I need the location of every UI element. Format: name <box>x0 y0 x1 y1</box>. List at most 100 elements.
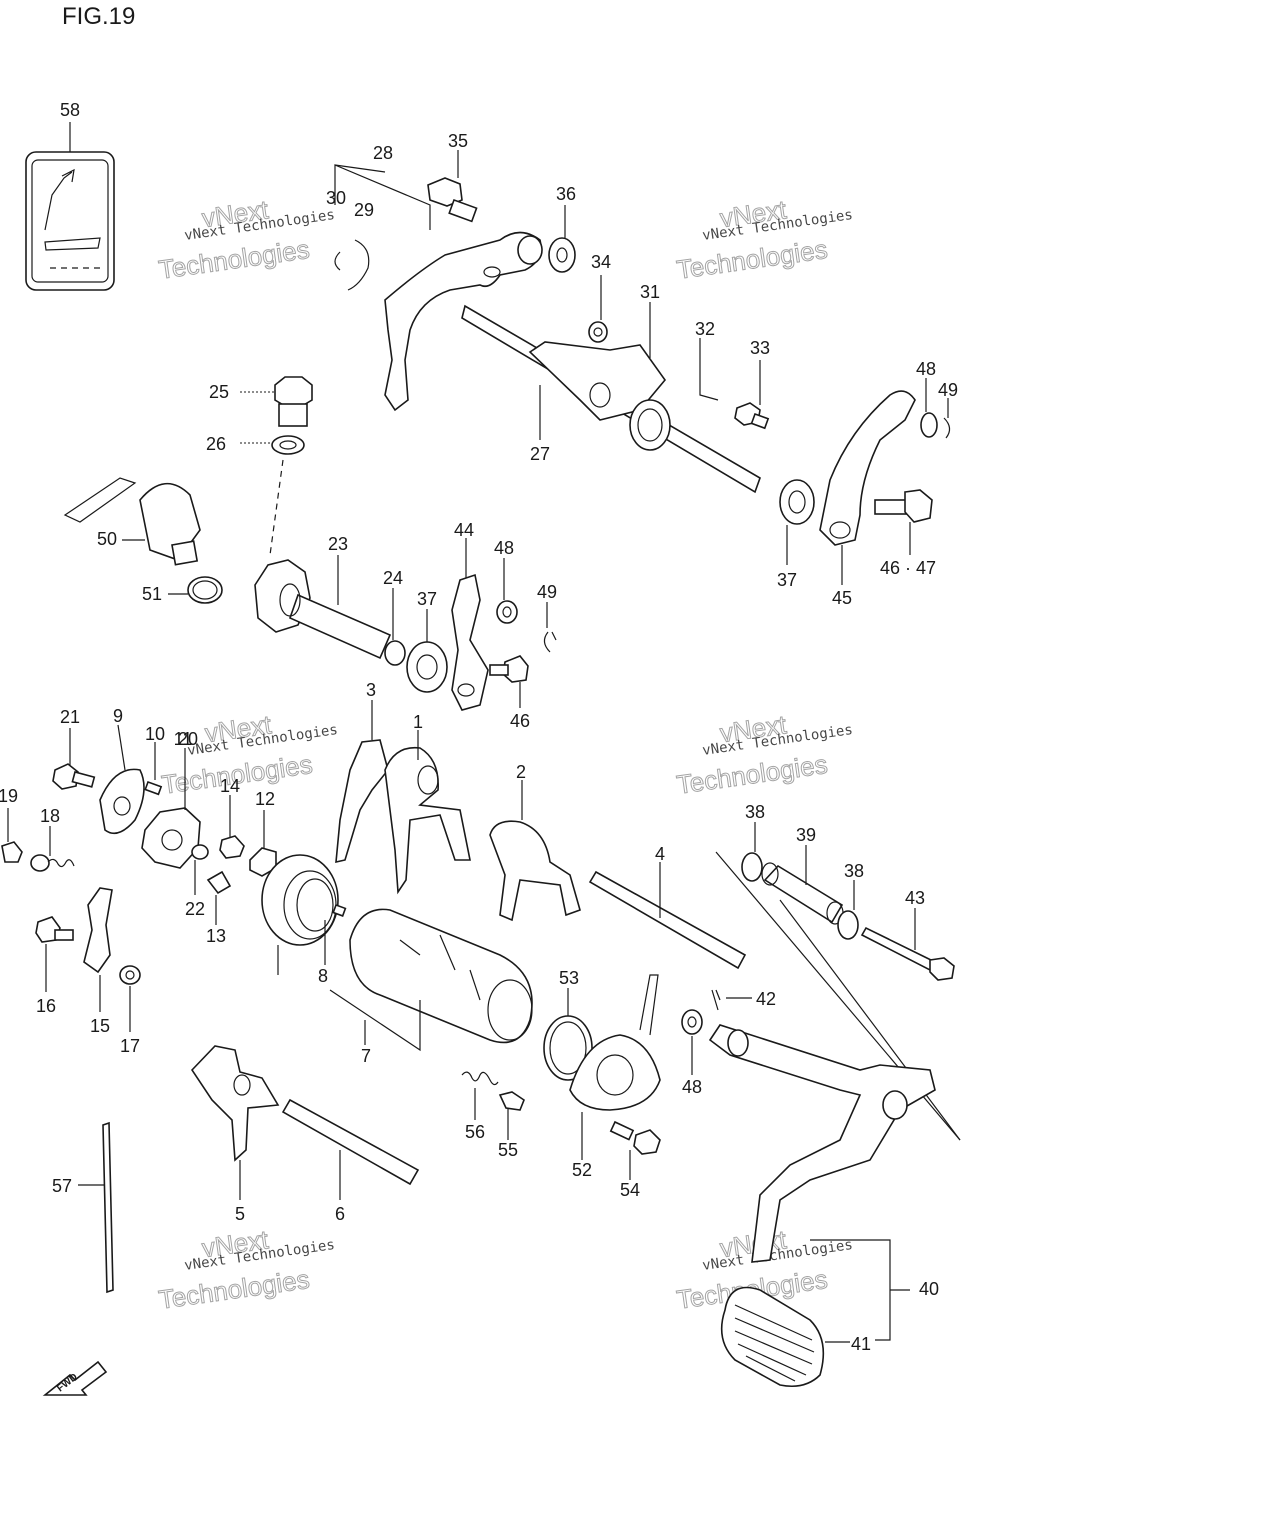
part-2-gearshift-fork <box>489 820 581 922</box>
callout-19: 19 <box>0 786 18 806</box>
part-37-oil-seal-upper <box>779 479 815 525</box>
callout-40: 40 <box>919 1279 939 1299</box>
callout-7: 7 <box>361 1046 371 1066</box>
figure-title: FIG.19 <box>62 3 135 30</box>
part-42-cotter-pin <box>711 989 721 1011</box>
callout-29: 29 <box>354 200 374 220</box>
part-14-bolt <box>219 835 245 859</box>
part-52-neutral-switch <box>569 974 661 1111</box>
part-48-washer-lower <box>681 1009 703 1035</box>
callout-9: 9 <box>113 706 123 726</box>
callout-4: 4 <box>655 844 665 864</box>
part-50-gear-position-switch <box>63 477 201 566</box>
svg-text:Technologies: Technologies <box>157 1264 311 1315</box>
callout-17: 17 <box>120 1036 140 1056</box>
callout-6: 6 <box>335 1204 345 1224</box>
part-32-return-spring <box>699 338 719 401</box>
callout-39: 39 <box>796 825 816 845</box>
part-25-plug <box>274 376 313 427</box>
callout-2: 2 <box>516 762 526 782</box>
callout-45: 45 <box>832 588 852 608</box>
part-56-spring <box>461 1071 499 1086</box>
callout-31: 31 <box>640 282 660 302</box>
part-46-47-bolt <box>874 489 933 523</box>
callout-28: 28 <box>373 143 393 163</box>
callout-12: 12 <box>255 789 275 809</box>
part-16-bolt <box>35 916 74 943</box>
callout-27: 27 <box>530 444 550 464</box>
part-18-spring <box>30 854 75 872</box>
part-33-bolt <box>734 402 770 430</box>
callout-3: 3 <box>366 680 376 700</box>
callout-33: 33 <box>750 338 770 358</box>
part-49-circlip-mid <box>543 631 557 653</box>
part-48-washer-mid <box>496 600 518 624</box>
svg-text:Technologies: Technologies <box>157 234 311 285</box>
part-55-contact <box>498 1091 525 1111</box>
callout-23: 23 <box>328 534 348 554</box>
part-40-gearshift-lever <box>708 851 961 1263</box>
callout-41: 41 <box>851 1334 871 1354</box>
part-13-washer <box>206 870 232 895</box>
callout-1: 1 <box>413 712 423 732</box>
callout-36: 36 <box>556 184 576 204</box>
part-57-dipstick <box>102 1121 114 1294</box>
callout-26: 26 <box>206 434 226 454</box>
callout-56: 56 <box>465 1122 485 1142</box>
part-41-footrest-rubber <box>720 1286 825 1388</box>
callout-22: 22 <box>185 899 205 919</box>
callout-57: 57 <box>52 1176 72 1196</box>
callout-38: 38 <box>844 861 864 881</box>
callout-11: 11 <box>174 729 193 749</box>
part-17-washer <box>119 965 141 985</box>
svg-text:Technologies: Technologies <box>675 749 829 800</box>
part-44-gearshift-arm <box>451 573 489 711</box>
part-54-screw <box>609 1120 661 1155</box>
part-46-bolt <box>489 655 529 683</box>
callout-43: 43 <box>905 888 925 908</box>
part-24-washer <box>384 640 406 666</box>
part-10-pin <box>144 780 163 796</box>
part-30-circlip <box>334 251 341 271</box>
part-6-fork-shaft <box>281 1098 420 1186</box>
callout-37: 37 <box>417 589 437 609</box>
callout-37: 37 <box>777 570 797 590</box>
part-37-oil-seal-lower <box>406 641 448 693</box>
callout-46: 46 <box>510 711 530 731</box>
part-38-o-ring-b <box>837 910 859 940</box>
part-19-bolt <box>1 841 23 863</box>
part-45-shift-arm <box>819 390 916 546</box>
callout-13: 13 <box>206 926 226 946</box>
part-27-gearshift-shaft <box>461 304 761 494</box>
part-49-circlip-upper <box>943 417 951 439</box>
callout-20: 20 <box>178 729 198 749</box>
svg-text:Technologies: Technologies <box>675 234 829 285</box>
callout-24: 24 <box>383 568 403 588</box>
part-43-pivot-bolt <box>860 926 955 981</box>
callout-49: 49 <box>938 380 958 400</box>
callout-32: 32 <box>695 319 715 339</box>
callout-25: 25 <box>209 382 229 402</box>
part-51-o-ring <box>187 576 223 604</box>
callout-5: 5 <box>235 1204 245 1224</box>
callout-15: 15 <box>90 1016 110 1036</box>
part-1-gearshift-fork <box>384 746 471 895</box>
fwd-arrow-icon: FWD <box>42 1360 108 1396</box>
part-7-gearshift-cam <box>349 908 533 1044</box>
callout-16: 16 <box>36 996 56 1016</box>
callout-10: 10 <box>145 724 165 744</box>
part-15-cam-stopper-lever <box>83 887 113 974</box>
callout-30: 30 <box>326 188 346 208</box>
part-11-bearing <box>261 854 339 946</box>
callout-48: 48 <box>916 359 936 379</box>
part-5-gearshift-fork <box>190 1045 280 1162</box>
callout-55: 55 <box>498 1140 518 1160</box>
callout-58: 58 <box>60 100 80 120</box>
callout-35: 35 <box>448 131 468 151</box>
part-48-washer-upper <box>920 412 938 438</box>
callout-46-47: 46 · 47 <box>880 558 936 578</box>
part-23-gearshift-cam-driven-gear <box>254 559 392 660</box>
